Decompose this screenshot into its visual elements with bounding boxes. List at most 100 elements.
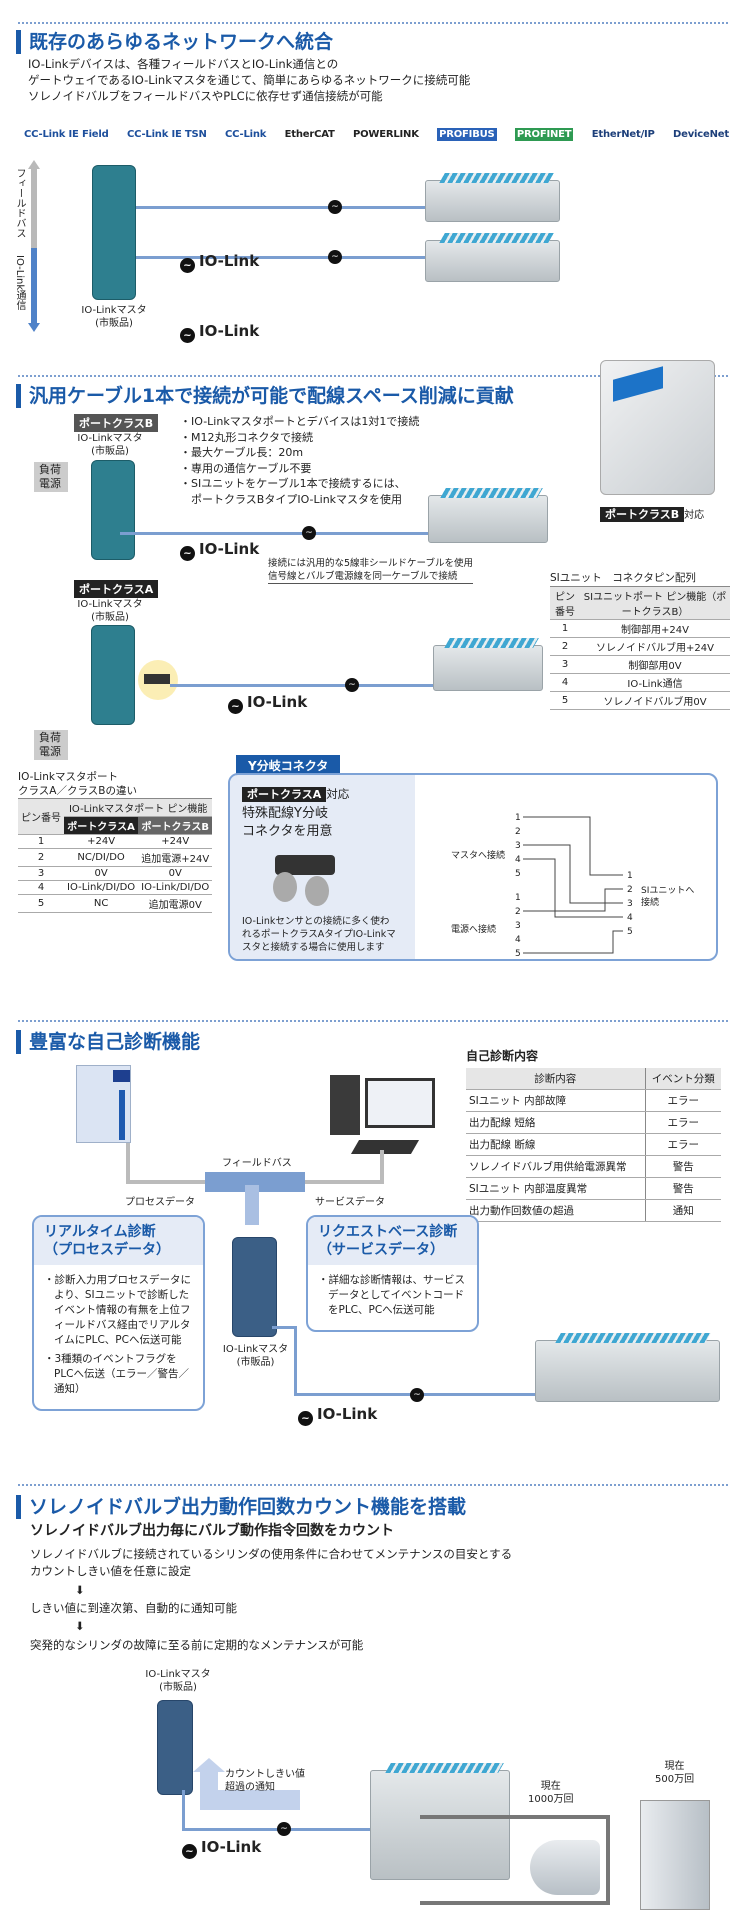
valve-manifold-image: [535, 1340, 720, 1402]
intro-line: ゲートウェイであるIO-Linkマスタを通じて、簡単にあらゆるネットワークに接続…: [28, 73, 471, 87]
notice-arrow: [200, 1790, 300, 1810]
io-link-master-image: [232, 1237, 277, 1337]
layer-arrow: [28, 160, 40, 332]
intro-line: IO-Linkデバイスは、各種フィールドバスとIO-Link通信との: [28, 57, 339, 71]
y-connector-image: [265, 850, 345, 910]
request-diagnostics-box: リクエストベース診断（サービスデータ） ・詳細な診断情報は、サービスデータとして…: [306, 1215, 479, 1332]
pin-label: 4: [515, 855, 521, 865]
load-power-label: 負荷電源: [34, 462, 68, 492]
connector-line: [126, 1143, 130, 1183]
fieldbus-stem: [245, 1185, 259, 1225]
cable: [136, 206, 426, 209]
logo-cc-link-ie-field: CC-Link IE Field: [24, 129, 109, 140]
notice-arrow-stem: [200, 1770, 218, 1810]
count-text: ソレノイドバルブに接続されているシリンダの使用条件に合わせてメンテナンスの目安と…: [30, 1547, 513, 1561]
io-link-master-image: [92, 165, 136, 300]
io-link-master-image: [157, 1700, 193, 1795]
io-link-logo: ~IO-Link: [298, 1405, 377, 1426]
connector-line: [300, 1180, 384, 1184]
air-tubes: [420, 1815, 610, 1905]
pin-label: 3: [627, 899, 633, 909]
section-title-diagnostics: 豊富な自己診断機能: [16, 1030, 200, 1054]
axis-fieldbus: フィールドバス: [14, 168, 25, 238]
diagnostics-table: 自己診断内容 診断内容イベント分類 SIユニット 内部故障エラー 出力配線 短絡…: [466, 1048, 721, 1222]
y-connector-highlight: [138, 660, 178, 700]
valve-manifold-image: [370, 1770, 510, 1880]
cable: [272, 1326, 296, 1329]
io-link-logo: ~IO-Link: [180, 540, 259, 561]
master-label: IO-Linkマスタ(市販品): [81, 305, 147, 329]
cable: [182, 1790, 185, 1830]
master-label: IO-Linkマスタ(市販品): [77, 433, 143, 457]
down-arrow-icon: ⬇: [75, 1619, 85, 1633]
logo-cc-link: CC-Link: [225, 129, 267, 140]
pin-label: 2: [515, 907, 521, 917]
si-unit-product-image: [600, 360, 715, 495]
pin-label: 4: [627, 913, 633, 923]
io-link-master-image: [91, 460, 135, 560]
cable: [294, 1326, 297, 1396]
count-text: 突発的なシリンダの故障に至る前に定期的なメンテナンスが可能: [30, 1638, 364, 1652]
section-divider: [18, 1020, 728, 1022]
pin-label: 3: [515, 841, 521, 851]
io-link-node-icon: ~: [410, 1388, 424, 1402]
io-link-logo: ~IO-Link: [228, 693, 307, 714]
cable: [120, 532, 430, 535]
io-link-node-icon: ~: [328, 250, 342, 264]
wire: [523, 858, 623, 918]
logo-powerlink: POWERLINK: [352, 129, 419, 140]
cable: [170, 684, 435, 687]
notice-label: カウントしきい値超過の通知: [225, 1769, 305, 1793]
cable-note: 接続には汎用的な5線非シールドケーブルを使用信号線とバルブ電源線を同一ケーブルで…: [268, 558, 473, 584]
io-link-node-icon: ~: [345, 678, 359, 692]
master-label: IO-Linkマスタ(市販品): [145, 1669, 211, 1693]
count-text: しきい値に到達次第、自動的に通知可能: [30, 1601, 237, 1615]
load-power-label: 負荷電源: [34, 730, 68, 760]
intro-line: ソレノイドバルブをフィールドバスやPLCに依存せず通信接続が可能: [28, 89, 383, 103]
pc-monitor-image: [365, 1078, 435, 1128]
connector-line: [380, 1150, 384, 1184]
pin-label: 5: [515, 869, 521, 879]
fieldbus-arrow: [205, 1172, 305, 1192]
logo-devicenet: DeviceNet: [673, 129, 729, 140]
down-arrow-icon: ⬇: [75, 1583, 85, 1597]
logo-cc-link-ie-tsn: CC-Link IE TSN: [126, 129, 207, 140]
cylinder2-image: [640, 1800, 710, 1910]
port-class-b-tag: ポートクラスB: [74, 414, 159, 432]
pin-label: 1: [515, 813, 521, 823]
io-link-logo: ~IO-Link: [180, 322, 259, 343]
pin-label: 4: [515, 935, 521, 945]
io-link-node-icon: ~: [277, 1822, 291, 1836]
section-divider: [18, 375, 728, 377]
cylinder1-image: [530, 1840, 600, 1895]
y-connector-desc: IO-Linkセンサとの接続に多く使われるポートクラスAタイプIO-Linkマス…: [242, 916, 396, 953]
section-title-network: 既存のあらゆるネットワークへ統合: [16, 30, 333, 54]
master-label: IO-Linkマスタ(市販品): [222, 1344, 289, 1368]
section-divider: [18, 1484, 728, 1486]
io-link-logo: ~IO-Link: [182, 1838, 261, 1859]
io-link-node-icon: ~: [302, 526, 316, 540]
section-title-cable: 汎用ケーブル1本で接続が可能で配線スペース削減に貢献: [16, 384, 514, 408]
pin-label: 5: [627, 927, 633, 937]
logo-profinet: PROFINET: [514, 128, 574, 141]
master-label: IO-Linkマスタ(市販品): [77, 599, 143, 623]
fieldbus-label: フィールドバス: [222, 1158, 292, 1169]
valve-manifold-image: [428, 495, 548, 543]
io-link-node-icon: ~: [328, 200, 342, 214]
connector-line: [126, 1180, 206, 1184]
valve-manifold-image: [433, 645, 543, 691]
count-text: カウントしきい値を任意に設定: [30, 1564, 191, 1578]
logo-profibus: PROFIBUS: [437, 128, 497, 141]
axis-io-link: IO-Link通信: [14, 255, 25, 311]
y-connector-heading: 特殊配線Y分岐コネクタを用意: [242, 806, 333, 839]
io-link-master-image: [91, 625, 135, 725]
network-logos: CC-Link IE Field CC-Link IE TSN CC-Link …: [24, 128, 729, 141]
svg-text:マスタへ接続: マスタへ接続: [451, 849, 505, 861]
